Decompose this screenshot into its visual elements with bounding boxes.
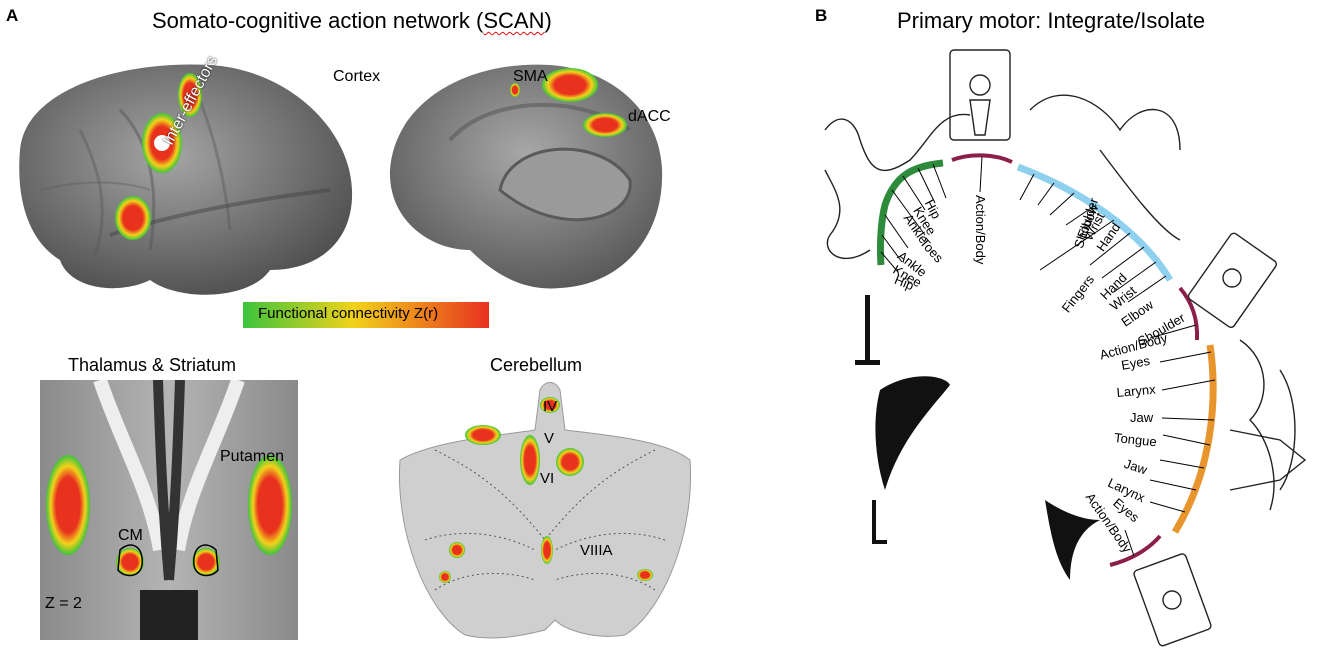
lateral-cortex-surface: [19, 64, 353, 295]
cerebellum-title: Cerebellum: [490, 355, 583, 375]
cortex-label: Cortex: [333, 68, 381, 85]
action-arc-right: [1178, 286, 1200, 341]
dacc-label: dACC: [628, 108, 671, 125]
arm-arc: [1016, 163, 1174, 282]
panel-a-title-suffix: ): [544, 8, 552, 33]
action-body-label-1: Action/Body: [973, 195, 988, 265]
homunculus-diagram: [824, 49, 1307, 647]
lobule-viiia-label: VIIIA: [580, 542, 613, 559]
face-label-jaw-1: Jaw: [1130, 410, 1154, 425]
medial-cortex-surface: [389, 64, 663, 289]
colorbar-label: Functional connectivity Z(r): [258, 305, 439, 322]
scan-abbrev: SCAN: [483, 8, 545, 33]
lobule-v-label: V: [544, 430, 555, 447]
panel-a-letter: A: [6, 6, 19, 25]
cm-label: CM: [118, 527, 143, 544]
thalamus-striatum-slice: [40, 380, 298, 640]
action-arc-top: [951, 153, 1013, 164]
sma-label: SMA: [513, 68, 548, 85]
face-arc: [1171, 344, 1217, 534]
panel-b-letter: B: [815, 6, 828, 25]
panel-a-title: Somato-cognitive action network (SCAN): [152, 8, 552, 34]
panel-b-title: Primary motor: Integrate/Isolate: [897, 8, 1206, 33]
z-slice-label: Z = 2: [45, 595, 82, 612]
lobule-iv-label: IV: [543, 398, 558, 415]
leg-arc: [877, 159, 944, 266]
putamen-label: Putamen: [220, 448, 285, 465]
lobule-vi-label: VI: [540, 470, 555, 487]
colorbar: [243, 302, 489, 328]
panel-a-title-prefix: Somato-cognitive action network (: [152, 8, 484, 33]
thalamus-striatum-title: Thalamus & Striatum: [68, 355, 237, 375]
action-arc-bottom: [1109, 534, 1162, 567]
cerebellum-flatmap: [398, 382, 692, 639]
